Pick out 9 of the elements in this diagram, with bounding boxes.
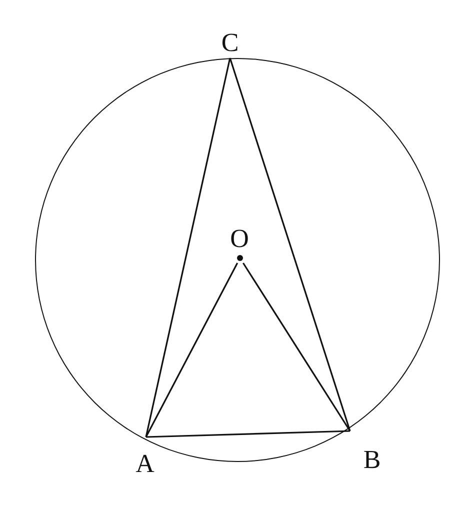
point-label: O xyxy=(229,226,250,252)
line-segment xyxy=(145,58,231,438)
line-segment xyxy=(242,262,351,432)
line-segment xyxy=(146,430,350,438)
point-label: B xyxy=(362,447,382,473)
point-label: A xyxy=(134,451,156,477)
point-label: C xyxy=(220,30,240,56)
line-segment xyxy=(145,262,238,438)
line-segment xyxy=(229,58,351,432)
